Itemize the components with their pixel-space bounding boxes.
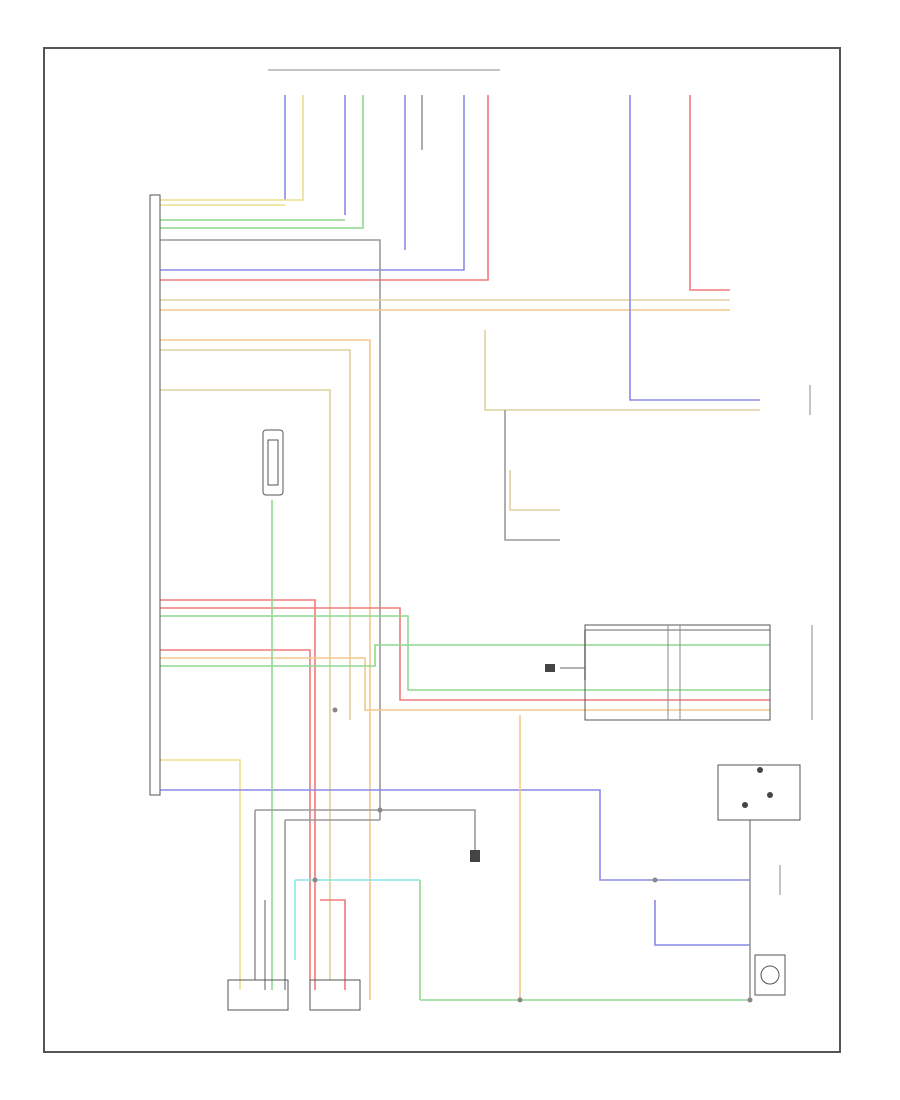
relay-switch [717,764,801,821]
right-side-wires [419,95,770,1001]
right-side-connectors [779,385,813,895]
right-connector-block [584,624,771,721]
motor-symbol [754,954,786,996]
top-speaker-wires [160,95,489,281]
ground-symbol [470,664,555,862]
inline-relay [262,429,284,496]
diagram-frame [43,47,841,1053]
splice-points [312,707,753,1003]
left-harness-wires [160,204,770,1000]
bottom-switches [227,979,361,1011]
bottom-wires [254,500,476,990]
left-connector [149,194,161,796]
